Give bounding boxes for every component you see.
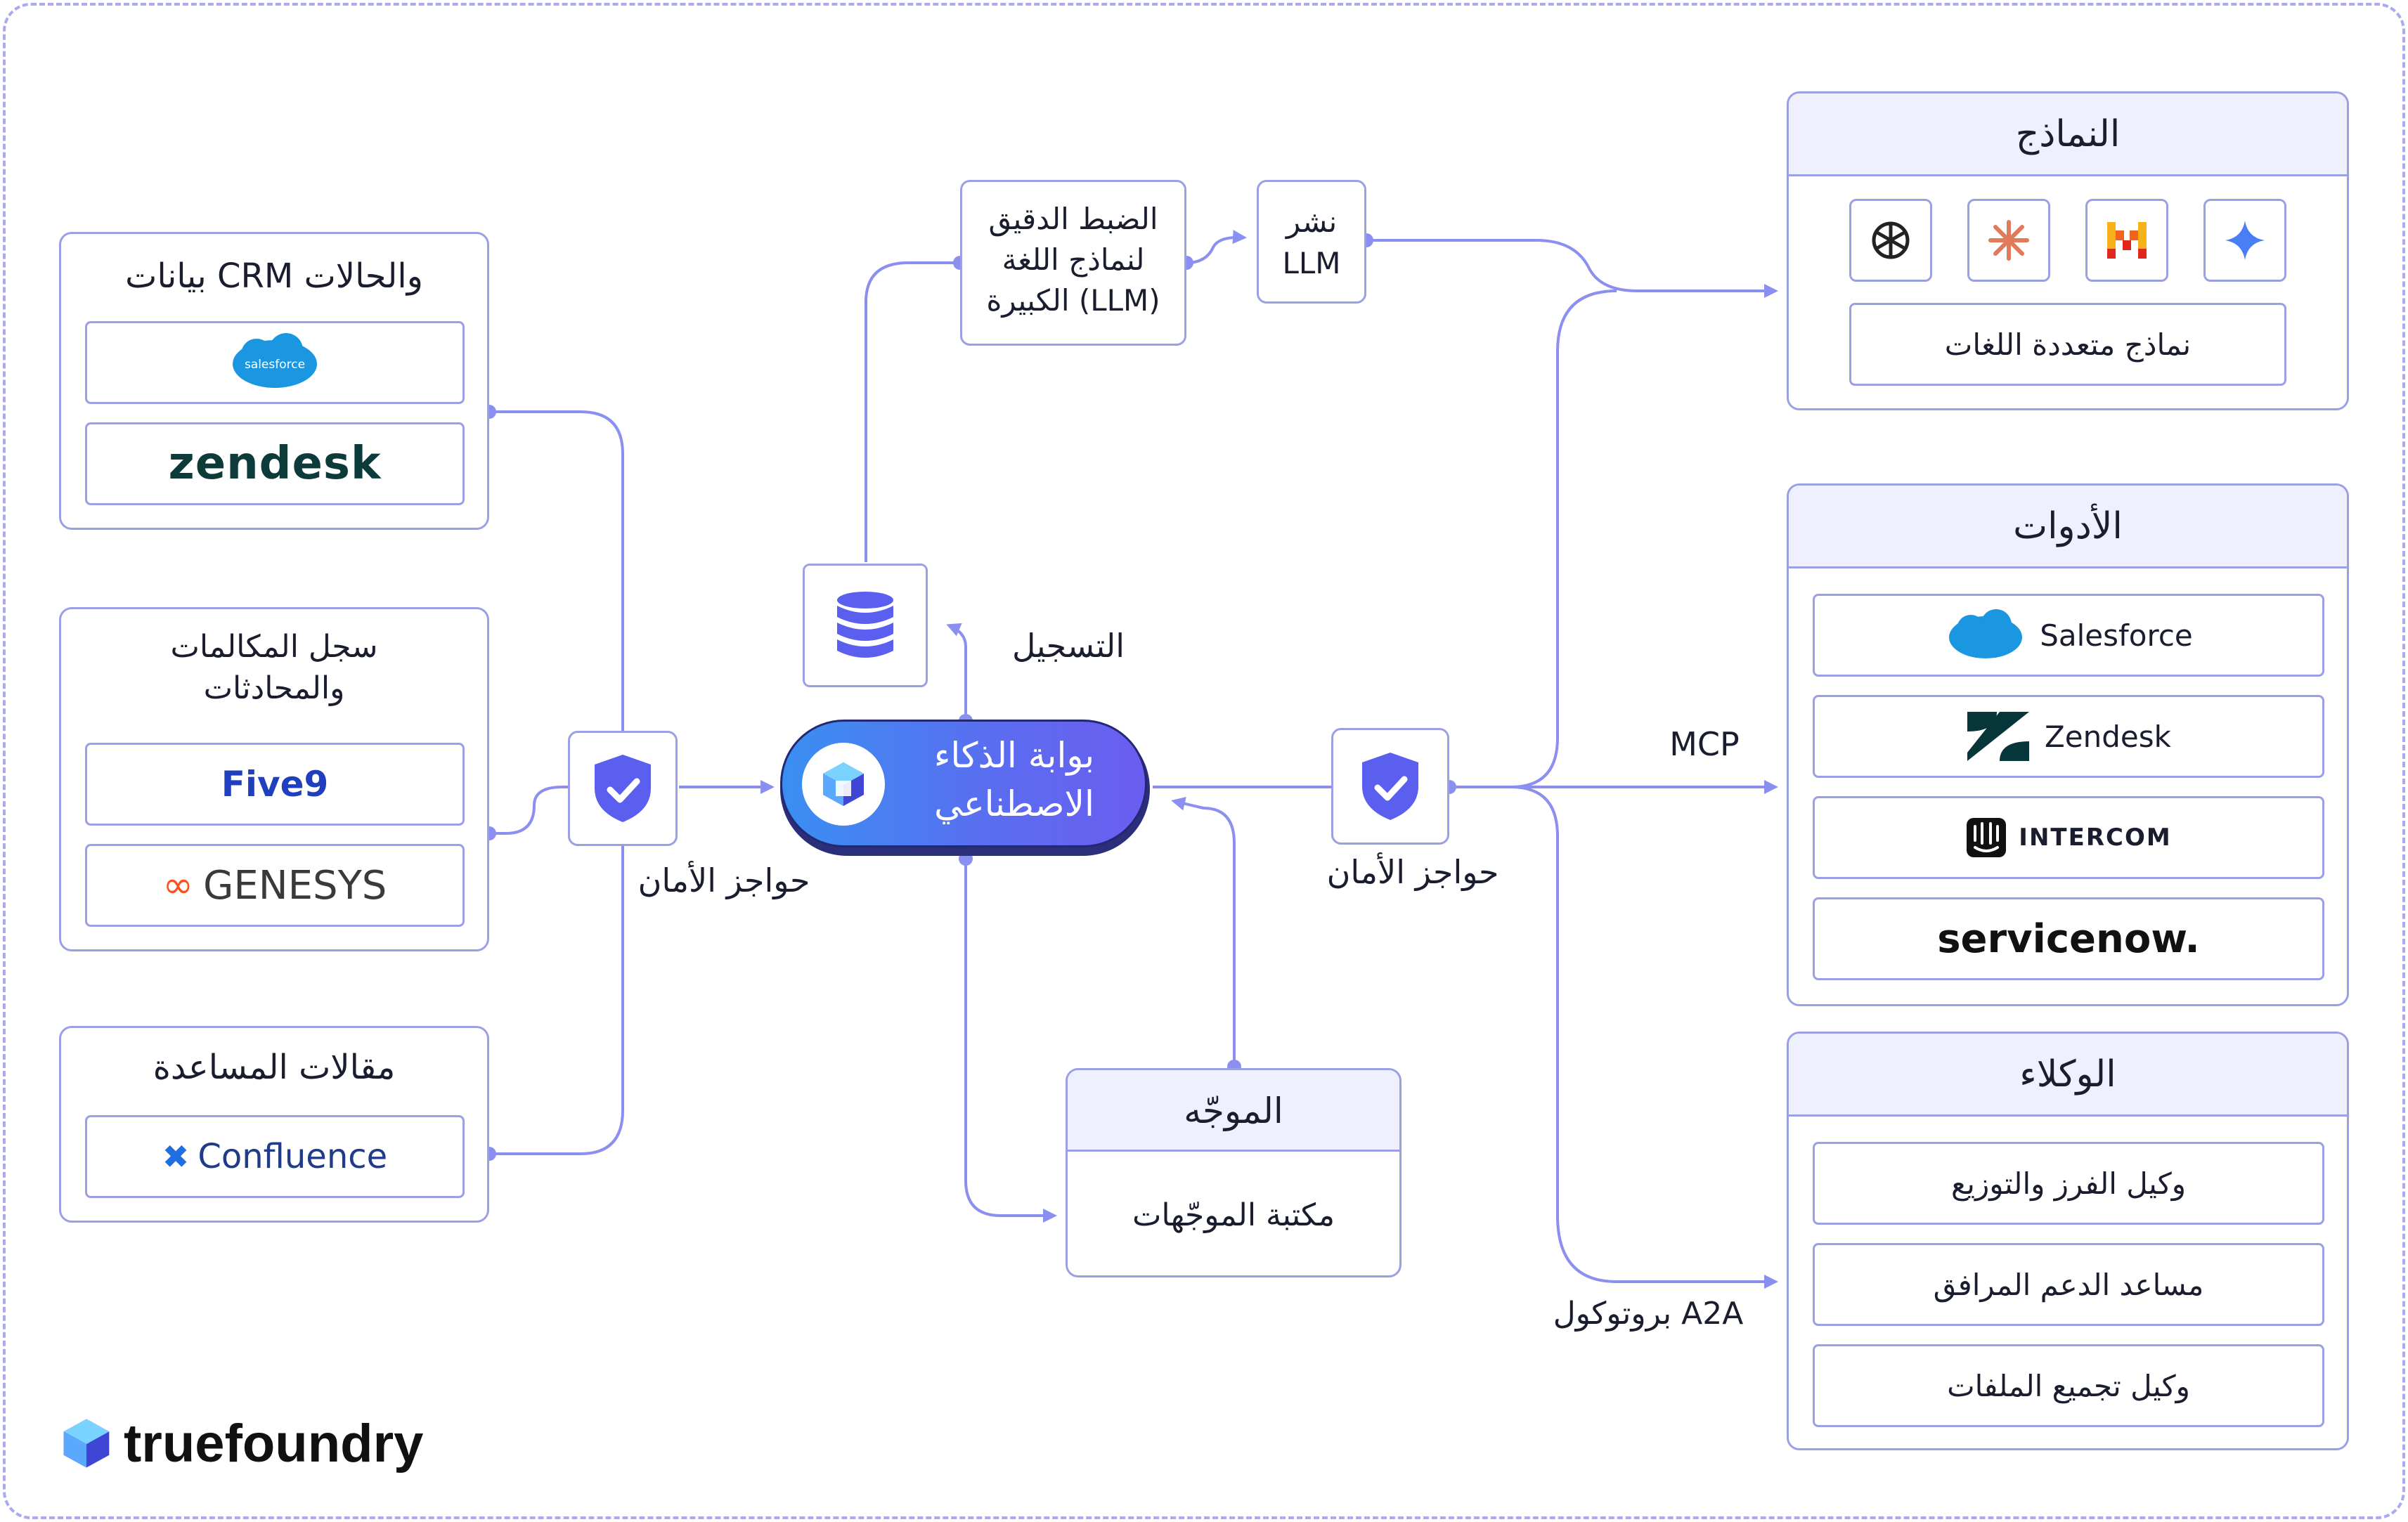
help-panel: مقالات المساعدة ✖ Confluence: [59, 1026, 489, 1223]
openai-icon: [1849, 199, 1932, 282]
models-title: النماذج: [2015, 113, 2121, 155]
salesforce-cloud-icon: [1949, 609, 2023, 658]
agents-title: الوكلاء: [2019, 1053, 2116, 1095]
genesys-icon: ∞: [162, 864, 193, 906]
guardrail-right: [1331, 728, 1449, 845]
gateway-label: بوابة الذكاء الاصطناعي: [933, 735, 1095, 824]
tool-servicenow: servicenow.: [1813, 897, 2324, 980]
logging-label: التسجيل: [1011, 627, 1125, 665]
tools-header: [1789, 486, 2347, 568]
anthropic-icon: [1967, 199, 2050, 282]
deploy-label: نشر LLM: [1282, 204, 1341, 280]
tool-salesforce: Salesforce: [1813, 594, 2324, 677]
salesforce-cloud-icon: salesforce: [233, 333, 317, 388]
router-panel: الموجّه مكتبة الموجّهات: [1066, 1068, 1402, 1277]
deploy-box: نشر LLM: [1257, 180, 1366, 304]
gemini-icon: [2203, 199, 2286, 282]
mistral-icon: [2085, 199, 2168, 282]
gateway-logo-circle: [802, 743, 885, 826]
page-frame: [3, 3, 2405, 1519]
intercom-icon: [1967, 818, 2007, 857]
prompt-library: مكتبة الموجّهات: [1132, 1197, 1335, 1233]
router-title: الموجّه: [1184, 1091, 1283, 1131]
calls-panel: سجل المكالمات والمحادثات Five9 ∞ GENESYS: [59, 607, 489, 951]
models-header: [1789, 93, 2347, 176]
agent-triage: وكيل الفرز والتوزيع: [1813, 1142, 2324, 1225]
zendesk-z-icon: [1967, 712, 2030, 761]
logging-db: [803, 564, 928, 687]
help-title: مقالات المساعدة: [153, 1048, 396, 1087]
brand-name: truefoundry: [124, 1413, 424, 1474]
tool-intercom: INTERCOM: [1813, 796, 2324, 879]
tools-title: الأدوات: [2013, 505, 2123, 547]
tools-panel: الأدوات Salesforce Zendesk INTERCOM serv…: [1787, 483, 2349, 1006]
multilingual-models: نماذج متعددة اللغات: [1849, 303, 2286, 386]
finetune-label: الضبط الدقيق لنماذج اللغة الكبيرة (LLM): [986, 202, 1160, 318]
crm-title: بيانات CRM والحالات: [125, 256, 423, 296]
a2a-label: بروتوكول A2A: [1553, 1296, 1744, 1332]
agents-header: [1789, 1034, 2347, 1117]
guardrail-right-label: حواجز الأمان: [1326, 853, 1499, 891]
shield-check-icon: [1362, 753, 1418, 820]
calls-title: سجل المكالمات والمحادثات: [170, 629, 378, 707]
five9-logo: Five9: [85, 743, 465, 826]
tool-zendesk: Zendesk: [1813, 695, 2324, 778]
crm-panel: بيانات CRM والحالات salesforce zendesk: [59, 232, 489, 530]
finetune-box: الضبط الدقيق لنماذج اللغة الكبيرة (LLM): [960, 180, 1186, 346]
shield-check-icon: [595, 755, 651, 822]
ai-gateway: بوابة الذكاء الاصطناعي: [780, 720, 1147, 847]
salesforce-logo: salesforce: [85, 321, 465, 404]
agent-support-copilot: مساعد الدعم المرافق: [1813, 1243, 2324, 1326]
models-panel: النماذج نماذج متعددة اللغات: [1787, 91, 2349, 410]
mcp-label: MCP: [1669, 725, 1740, 763]
brand-logo: truefoundry: [59, 1410, 481, 1477]
zendesk-logo: zendesk: [85, 422, 465, 505]
database-icon: [837, 592, 893, 658]
agents-panel: الوكلاء وكيل الفرز والتوزيع مساعد الدعم …: [1787, 1032, 2349, 1450]
agent-case-summary: وكيل تجميع الملفات: [1813, 1344, 2324, 1427]
router-header: [1068, 1070, 1399, 1152]
svg-text:salesforce: salesforce: [245, 358, 305, 372]
confluence-icon: ✖: [162, 1138, 190, 1176]
confluence-logo: ✖ Confluence: [85, 1115, 465, 1198]
genesys-logo: ∞ GENESYS: [85, 844, 465, 927]
truefoundry-cube-icon: [63, 1419, 110, 1468]
guardrail-left: [568, 731, 678, 846]
guardrail-left-label: حواجز الأمان: [637, 861, 810, 899]
truefoundry-cube-icon: [823, 762, 864, 806]
